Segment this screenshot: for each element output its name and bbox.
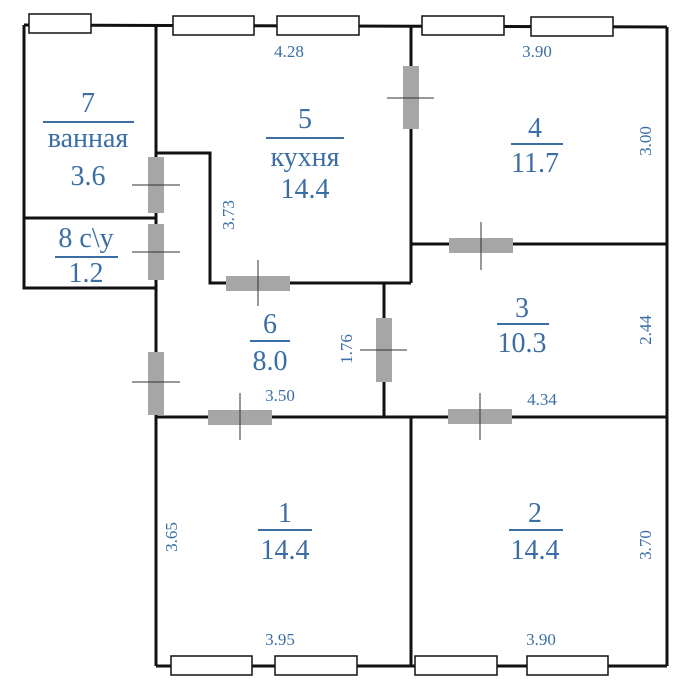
- door: [148, 352, 164, 415]
- room-1-area: 14.4: [261, 535, 310, 566]
- dimension-labels: 4.28 3.73 3.90 3.00 2.44 4.34 1.76 3.50 …: [162, 42, 655, 649]
- dim-room2-depth: 3.70: [636, 530, 655, 560]
- dim-room1-depth: 3.65: [162, 522, 181, 552]
- dim-room3-depth: 2.44: [636, 315, 655, 345]
- doors: [132, 66, 513, 440]
- room-7-area: 3.6: [71, 161, 106, 192]
- dim-hall-depth: 1.76: [337, 334, 356, 364]
- window: [530, 16, 614, 37]
- room-5-area: 14.4: [281, 174, 330, 205]
- room-5-name: кухня: [270, 142, 339, 173]
- windows: [28, 13, 614, 676]
- room-8-number: 8 с\у: [58, 223, 113, 254]
- dim-room4-depth: 3.00: [636, 126, 655, 156]
- window: [28, 13, 92, 34]
- room-3-area: 10.3: [498, 328, 547, 359]
- window: [526, 655, 609, 676]
- dim-kitchen-width: 4.28: [274, 42, 304, 61]
- window: [414, 655, 498, 676]
- dim-kitchen-depth: 3.73: [219, 200, 238, 230]
- room-2-area: 14.4: [511, 535, 560, 566]
- room-4-number: 4: [528, 113, 542, 144]
- room-6-number: 6: [263, 309, 277, 340]
- window: [274, 655, 358, 676]
- dim-hall-width: 3.50: [265, 386, 295, 405]
- room-1-number: 1: [278, 498, 292, 529]
- room-7-number: 7: [81, 88, 95, 119]
- dim-room2-width: 3.90: [526, 630, 556, 649]
- room-3-number: 3: [515, 293, 529, 324]
- window: [172, 15, 255, 36]
- dim-room3-width: 4.34: [527, 390, 557, 409]
- window: [170, 655, 253, 676]
- dim-room4-width: 3.90: [522, 42, 552, 61]
- room-8-area: 1.2: [69, 258, 104, 289]
- dim-room1-width: 3.95: [265, 630, 295, 649]
- room-7-name: ванная: [48, 123, 129, 154]
- window: [276, 15, 360, 36]
- room-labels: 7 ванная 3.6 8 с\у 1.2 5 кухня 14.4 4 11…: [43, 88, 563, 566]
- room-6-area: 8.0: [253, 346, 288, 377]
- room-4-area: 11.7: [511, 148, 559, 179]
- room-2-number: 2: [528, 498, 542, 529]
- window: [421, 15, 505, 36]
- room-5-number: 5: [298, 104, 312, 135]
